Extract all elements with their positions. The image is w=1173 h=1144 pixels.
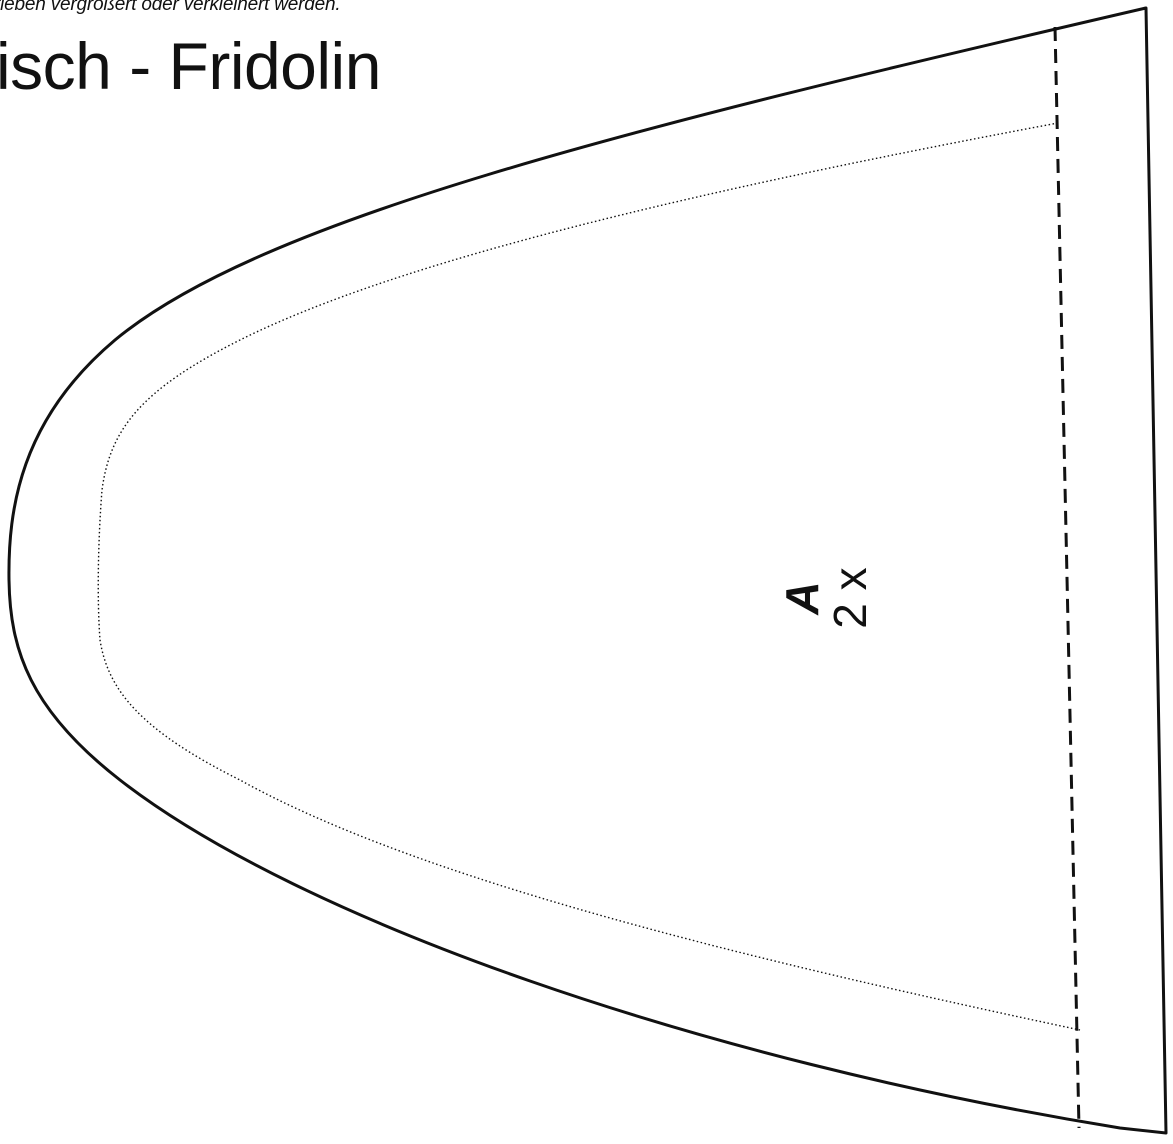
fold-line	[1053, 26, 1081, 1129]
piece-count: 2 x	[824, 567, 876, 629]
seam-line	[97, 122, 1081, 1031]
cut-line	[7, 6, 1168, 1135]
piece-letter: A	[776, 581, 828, 615]
piece-label: A 2 x	[776, 567, 876, 629]
instruction-note: rieben vergrößert oder verkleinert werde…	[0, 0, 341, 15]
pattern-title: isch - Fridolin	[0, 29, 381, 103]
